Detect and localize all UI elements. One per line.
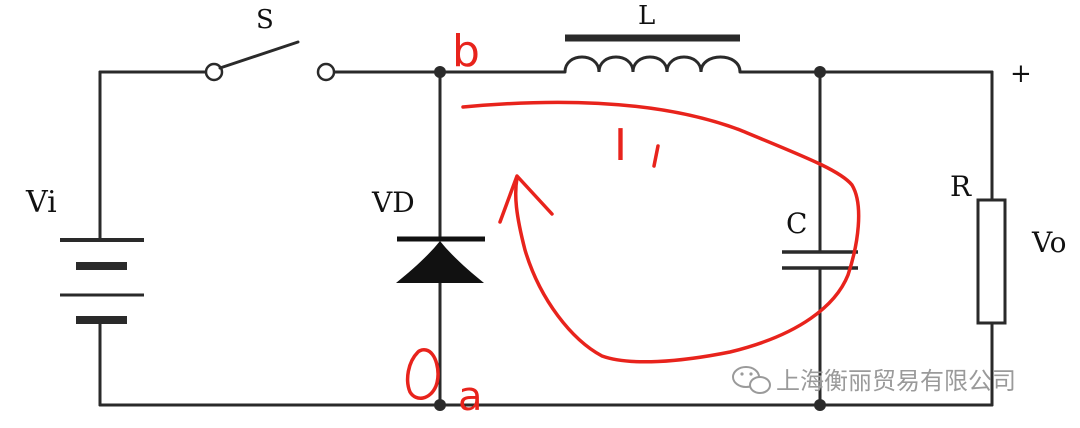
current-loop-path: [461, 100, 861, 364]
junction-dots: [434, 66, 826, 411]
capacitor-symbol: [782, 250, 858, 270]
resistor-body: [976, 198, 1007, 325]
inductor-coil: [563, 55, 742, 73]
output-label: Vo: [1031, 226, 1067, 259]
current-label: I: [614, 120, 627, 171]
switch-symbol: S: [204, 5, 336, 82]
wechat-eye-2: [749, 372, 753, 376]
junction-b: [434, 66, 446, 78]
node-a-label: a: [458, 374, 483, 420]
diode-triangle: [396, 241, 484, 283]
inductor-label: L: [638, 1, 655, 31]
switch-label: S: [256, 5, 274, 35]
current-arrowhead: [498, 174, 554, 224]
current-subscript-label: 1: [642, 152, 653, 173]
wechat-bubble-small: [749, 376, 771, 394]
switch-terminal-left: [204, 62, 224, 82]
current-loop-annotation: [405, 100, 861, 400]
wechat-eye-1: [740, 372, 744, 376]
wechat-icon: [732, 366, 771, 394]
circuit-wires: [98, 70, 994, 407]
watermark-text: 上海衡丽贸易有限公司: [776, 367, 1016, 395]
current-subscript-stroke: [652, 144, 660, 168]
junction-bottom-cap: [814, 399, 826, 411]
capacitor-label: C: [786, 207, 807, 240]
diode-symbol: VD: [371, 186, 485, 283]
node-a-circle: [405, 348, 440, 400]
switch-terminal-right: [316, 62, 336, 82]
battery-source: [60, 238, 144, 324]
inductor-symbol: L: [563, 1, 742, 73]
output-plus-label: +: [1010, 59, 1032, 89]
node-b-label: b: [452, 26, 480, 77]
diode-label: VD: [371, 186, 415, 219]
source-label: Vi: [25, 185, 57, 220]
junction-top-cap: [814, 66, 826, 78]
switch-blade: [218, 40, 300, 70]
resistor-label: R: [950, 170, 972, 203]
junction-a: [434, 399, 446, 411]
